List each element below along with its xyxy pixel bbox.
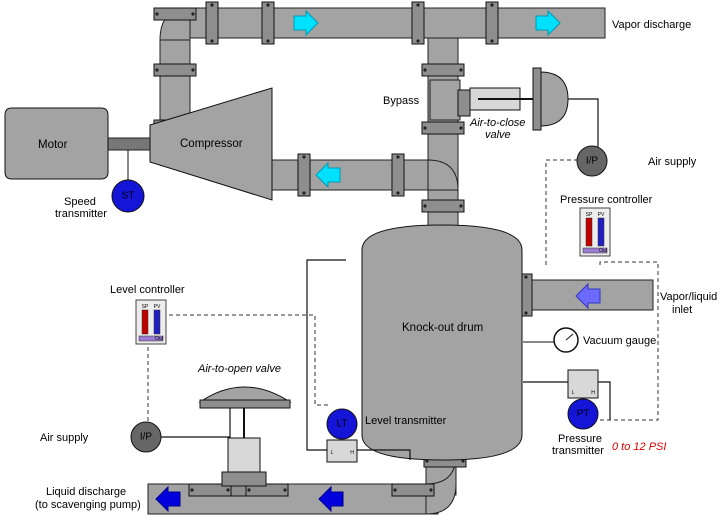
knockout-drum-label: Knock-out drum <box>402 322 483 334</box>
lt-l-tag: L <box>331 450 334 456</box>
flow-arrows <box>155 9 601 513</box>
liquid-discharge-label-1: Liquid discharge <box>46 486 126 498</box>
compressor: Compressor <box>149 87 273 201</box>
pipe-flange <box>297 153 311 197</box>
vapor-liquid-label-2: inlet <box>672 304 692 316</box>
level-transmitter: LT L H <box>326 408 358 463</box>
air-to-close-label-2: valve <box>485 129 511 141</box>
ip-top-tag: I/P <box>586 156 599 167</box>
vacuum-gauge-label: Vacuum gauge <box>583 335 656 347</box>
pc-sp: SP <box>586 212 593 218</box>
lt-h-tag: H <box>350 450 354 456</box>
flow-arrow-discharge-1 <box>293 9 319 37</box>
pipe-flange <box>205 1 219 45</box>
flanges <box>153 1 533 497</box>
lc-out: Out <box>155 336 164 342</box>
pc-out: Out <box>599 248 608 254</box>
flow-arrow-liquid-1 <box>318 485 344 513</box>
air-supply-right-label: Air supply <box>648 156 697 168</box>
pipe-flange <box>421 63 465 77</box>
pipe-flange <box>153 7 197 21</box>
pt-tag: PT <box>577 409 590 420</box>
liquid-discharge-label-2: (to scavenging pump) <box>35 499 141 511</box>
air-to-open-label: Air-to-open valve <box>197 363 281 375</box>
st-bubble <box>111 179 145 213</box>
pipe-flange <box>421 199 465 213</box>
lc-sp: SP <box>142 304 149 310</box>
pressure-controller-label: Pressure controller <box>560 194 653 206</box>
suction-elbow <box>427 159 459 191</box>
drive-shaft <box>104 137 152 151</box>
air-supply-left-label: Air supply <box>40 432 89 444</box>
liquid-control-valve <box>198 386 292 487</box>
pressure-transmitter-label-2: transmitter <box>552 445 604 457</box>
flow-arrow-discharge-2 <box>535 9 561 37</box>
signal-lines <box>147 98 659 460</box>
lc-pv: PV <box>154 304 161 310</box>
pipe-flange <box>245 483 289 497</box>
speed-transmitter-label-2: transmitter <box>55 208 107 220</box>
text-labels: Vapor discharge Bypass Air-to-close valv… <box>35 19 717 511</box>
vapor-discharge-label: Vapor discharge <box>612 19 691 31</box>
pipe-flange <box>411 1 425 45</box>
flow-arrow-suction <box>315 161 341 189</box>
outlet-elbow <box>425 454 457 515</box>
level-controller-label: Level controller <box>110 284 185 296</box>
compressor-label: Compressor <box>180 138 243 150</box>
flow-arrow-liquid-2 <box>155 485 181 513</box>
pt-l-tag: L <box>572 390 575 396</box>
ip-bottom-tag: I/P <box>140 432 153 443</box>
level-transmitter-label: Level transmitter <box>365 415 447 427</box>
ip-converter-bottom: I/P <box>130 421 162 453</box>
knockout-drum: Knock-out drum <box>361 224 523 461</box>
lt-tag: LT <box>337 419 348 430</box>
pt-h-tag: H <box>591 390 595 396</box>
pipe-flange <box>485 1 499 45</box>
pc-pv: PV <box>598 212 605 218</box>
bypass-label: Bypass <box>383 95 420 107</box>
vacuum-gauge <box>523 327 579 353</box>
pressure-transmitter-label-1: Pressure <box>558 433 602 445</box>
st-tag: ST <box>122 191 135 202</box>
bypass-control-valve <box>457 67 569 131</box>
flow-arrow-inlet <box>575 282 601 310</box>
ip-converter-top: I/P <box>576 145 608 177</box>
pipe-flange <box>421 121 465 135</box>
pressure-range-label: 0 to 12 PSI <box>612 441 666 453</box>
motor-label: Motor <box>38 139 68 151</box>
vapor-discharge-pipe <box>184 7 606 39</box>
motor: Motor <box>4 107 109 180</box>
compressor-suction-pipe <box>269 159 431 191</box>
pipe-flange <box>153 63 197 77</box>
air-to-close-label-1: Air-to-close <box>469 117 525 129</box>
speed-transmitter: ST <box>111 150 145 213</box>
vapor-liquid-label-1: Vapor/liquid <box>660 291 717 303</box>
speed-transmitter-label-1: Speed <box>64 196 96 208</box>
pipe-flange <box>188 483 232 497</box>
pressure-transmitter: L H PT <box>567 369 599 430</box>
bypass-valve-body <box>429 79 461 121</box>
level-controller-faceplate: SP PV Out <box>135 299 167 345</box>
pressure-controller-faceplate: SP PV Out <box>579 207 611 257</box>
pipe-flange <box>391 153 405 197</box>
pipe-flange <box>391 483 435 497</box>
pipe-flange <box>261 1 275 45</box>
